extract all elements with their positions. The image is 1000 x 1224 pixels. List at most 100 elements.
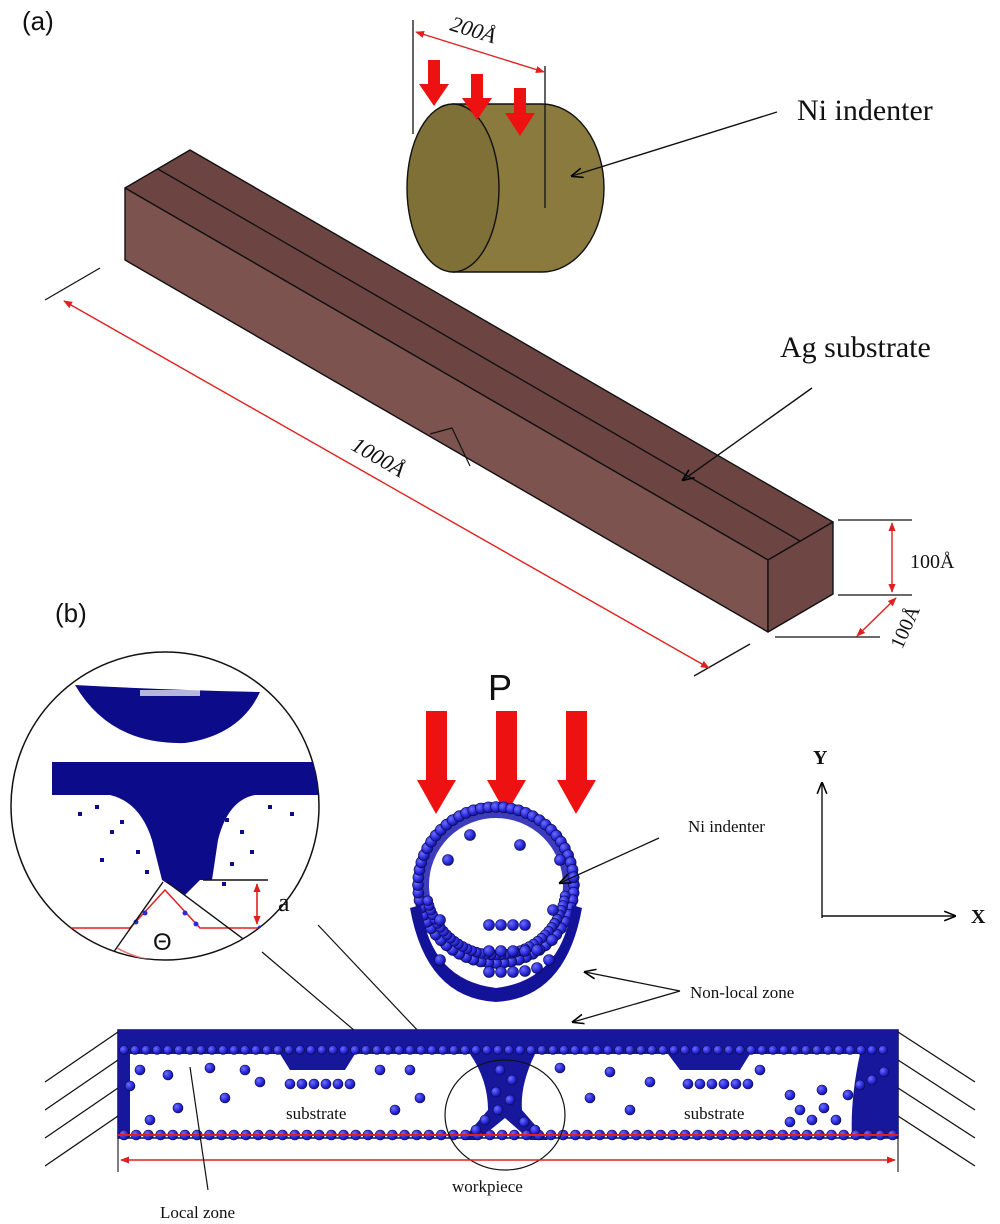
atom	[518, 1116, 530, 1128]
atom	[174, 1045, 184, 1055]
dim-height-label: 100Å	[910, 551, 955, 573]
atom	[724, 1045, 734, 1055]
atom	[262, 1045, 272, 1055]
atom	[494, 1064, 506, 1076]
ag-substrate-leader	[683, 387, 813, 480]
atom	[492, 1104, 504, 1116]
nonlocal-leader-2	[573, 990, 681, 1022]
substrate-label-left: substrate	[286, 1104, 346, 1123]
ni-indenter-label: Ni indenter	[797, 94, 933, 127]
atom	[306, 1045, 316, 1055]
atom	[162, 1069, 174, 1081]
atom	[735, 1045, 745, 1055]
atom	[614, 1045, 624, 1055]
atom	[449, 1045, 459, 1055]
atom	[172, 1102, 184, 1114]
atom	[867, 1045, 877, 1055]
atom	[636, 1045, 646, 1055]
atom	[284, 1078, 296, 1090]
atom	[801, 1045, 811, 1055]
atom	[427, 1045, 437, 1055]
substrate-label-right: substrate	[684, 1104, 744, 1123]
inset-indenter-tip	[75, 685, 260, 744]
atom	[328, 1045, 338, 1055]
atom	[742, 1078, 754, 1090]
atom	[866, 1074, 878, 1086]
atom	[416, 1045, 426, 1055]
atom	[830, 1114, 842, 1126]
atom	[718, 1078, 730, 1090]
atom	[878, 1045, 888, 1055]
atom	[713, 1045, 723, 1055]
atom	[790, 1045, 800, 1055]
atom	[812, 1045, 822, 1055]
dim-height: 100Å	[838, 519, 955, 596]
atom	[680, 1045, 690, 1055]
atom	[119, 1045, 129, 1055]
down-arrow	[419, 60, 449, 106]
atom	[144, 1114, 156, 1126]
zoom-inset: a Θ	[10, 651, 320, 961]
atom	[344, 1078, 356, 1090]
inset-baseline	[20, 888, 312, 929]
atom	[317, 1045, 327, 1055]
atom	[526, 1045, 536, 1055]
atom	[658, 1045, 668, 1055]
atom	[845, 1045, 855, 1055]
atom	[691, 1045, 701, 1055]
atom	[816, 1084, 828, 1096]
local-zone-label: Local zone	[160, 1203, 235, 1222]
atom	[219, 1092, 231, 1104]
nonlocal-label: Non-local zone	[690, 983, 794, 1002]
atom	[284, 1045, 294, 1055]
atom	[152, 1045, 162, 1055]
atom	[493, 1045, 503, 1055]
atom	[548, 1045, 558, 1055]
atom	[405, 1045, 415, 1055]
dim-indenter-width-label: 200Å	[448, 11, 500, 49]
atom	[204, 1062, 216, 1074]
atom	[878, 1066, 890, 1078]
atom	[339, 1045, 349, 1055]
atom	[624, 1104, 636, 1116]
atom	[647, 1045, 657, 1055]
panel-a: (a) 200Å Ni indenter	[22, 6, 955, 677]
atom	[529, 1124, 541, 1136]
axis-y-label: Y	[813, 747, 828, 769]
atom	[818, 1102, 830, 1114]
periodic-boundary-lines	[44, 1031, 976, 1167]
down-arrow	[487, 711, 526, 814]
atom	[196, 1045, 206, 1055]
atom	[295, 1045, 305, 1055]
atom	[504, 1094, 516, 1106]
ni-indenter-label-b: Ni indenter	[688, 817, 765, 836]
ag-substrate-label: Ag substrate	[780, 331, 931, 364]
atom	[320, 1078, 332, 1090]
inset-depth-label: a	[278, 888, 290, 917]
atom	[470, 1124, 482, 1136]
atom	[482, 1045, 492, 1055]
atom	[625, 1045, 635, 1055]
atom	[404, 1064, 416, 1076]
atom	[240, 1045, 250, 1055]
dim-length-label: 1000Å	[348, 432, 411, 483]
workpiece-label: workpiece	[452, 1177, 523, 1196]
atom	[361, 1045, 371, 1055]
atom	[603, 1045, 613, 1055]
atom	[644, 1076, 656, 1088]
atom	[332, 1078, 344, 1090]
panel-a-label: (a)	[22, 6, 54, 36]
atom	[350, 1045, 360, 1055]
atom	[383, 1045, 393, 1055]
atom	[669, 1045, 679, 1055]
atom	[504, 1045, 514, 1055]
atom	[218, 1045, 228, 1055]
inset-angle-label: Θ	[153, 929, 172, 956]
atom	[308, 1078, 320, 1090]
atom	[515, 1045, 525, 1055]
panel-b: (b)	[10, 598, 986, 1222]
top-layer-dips	[280, 1054, 898, 1138]
load-arrows-a	[419, 60, 535, 136]
atom	[694, 1078, 706, 1090]
